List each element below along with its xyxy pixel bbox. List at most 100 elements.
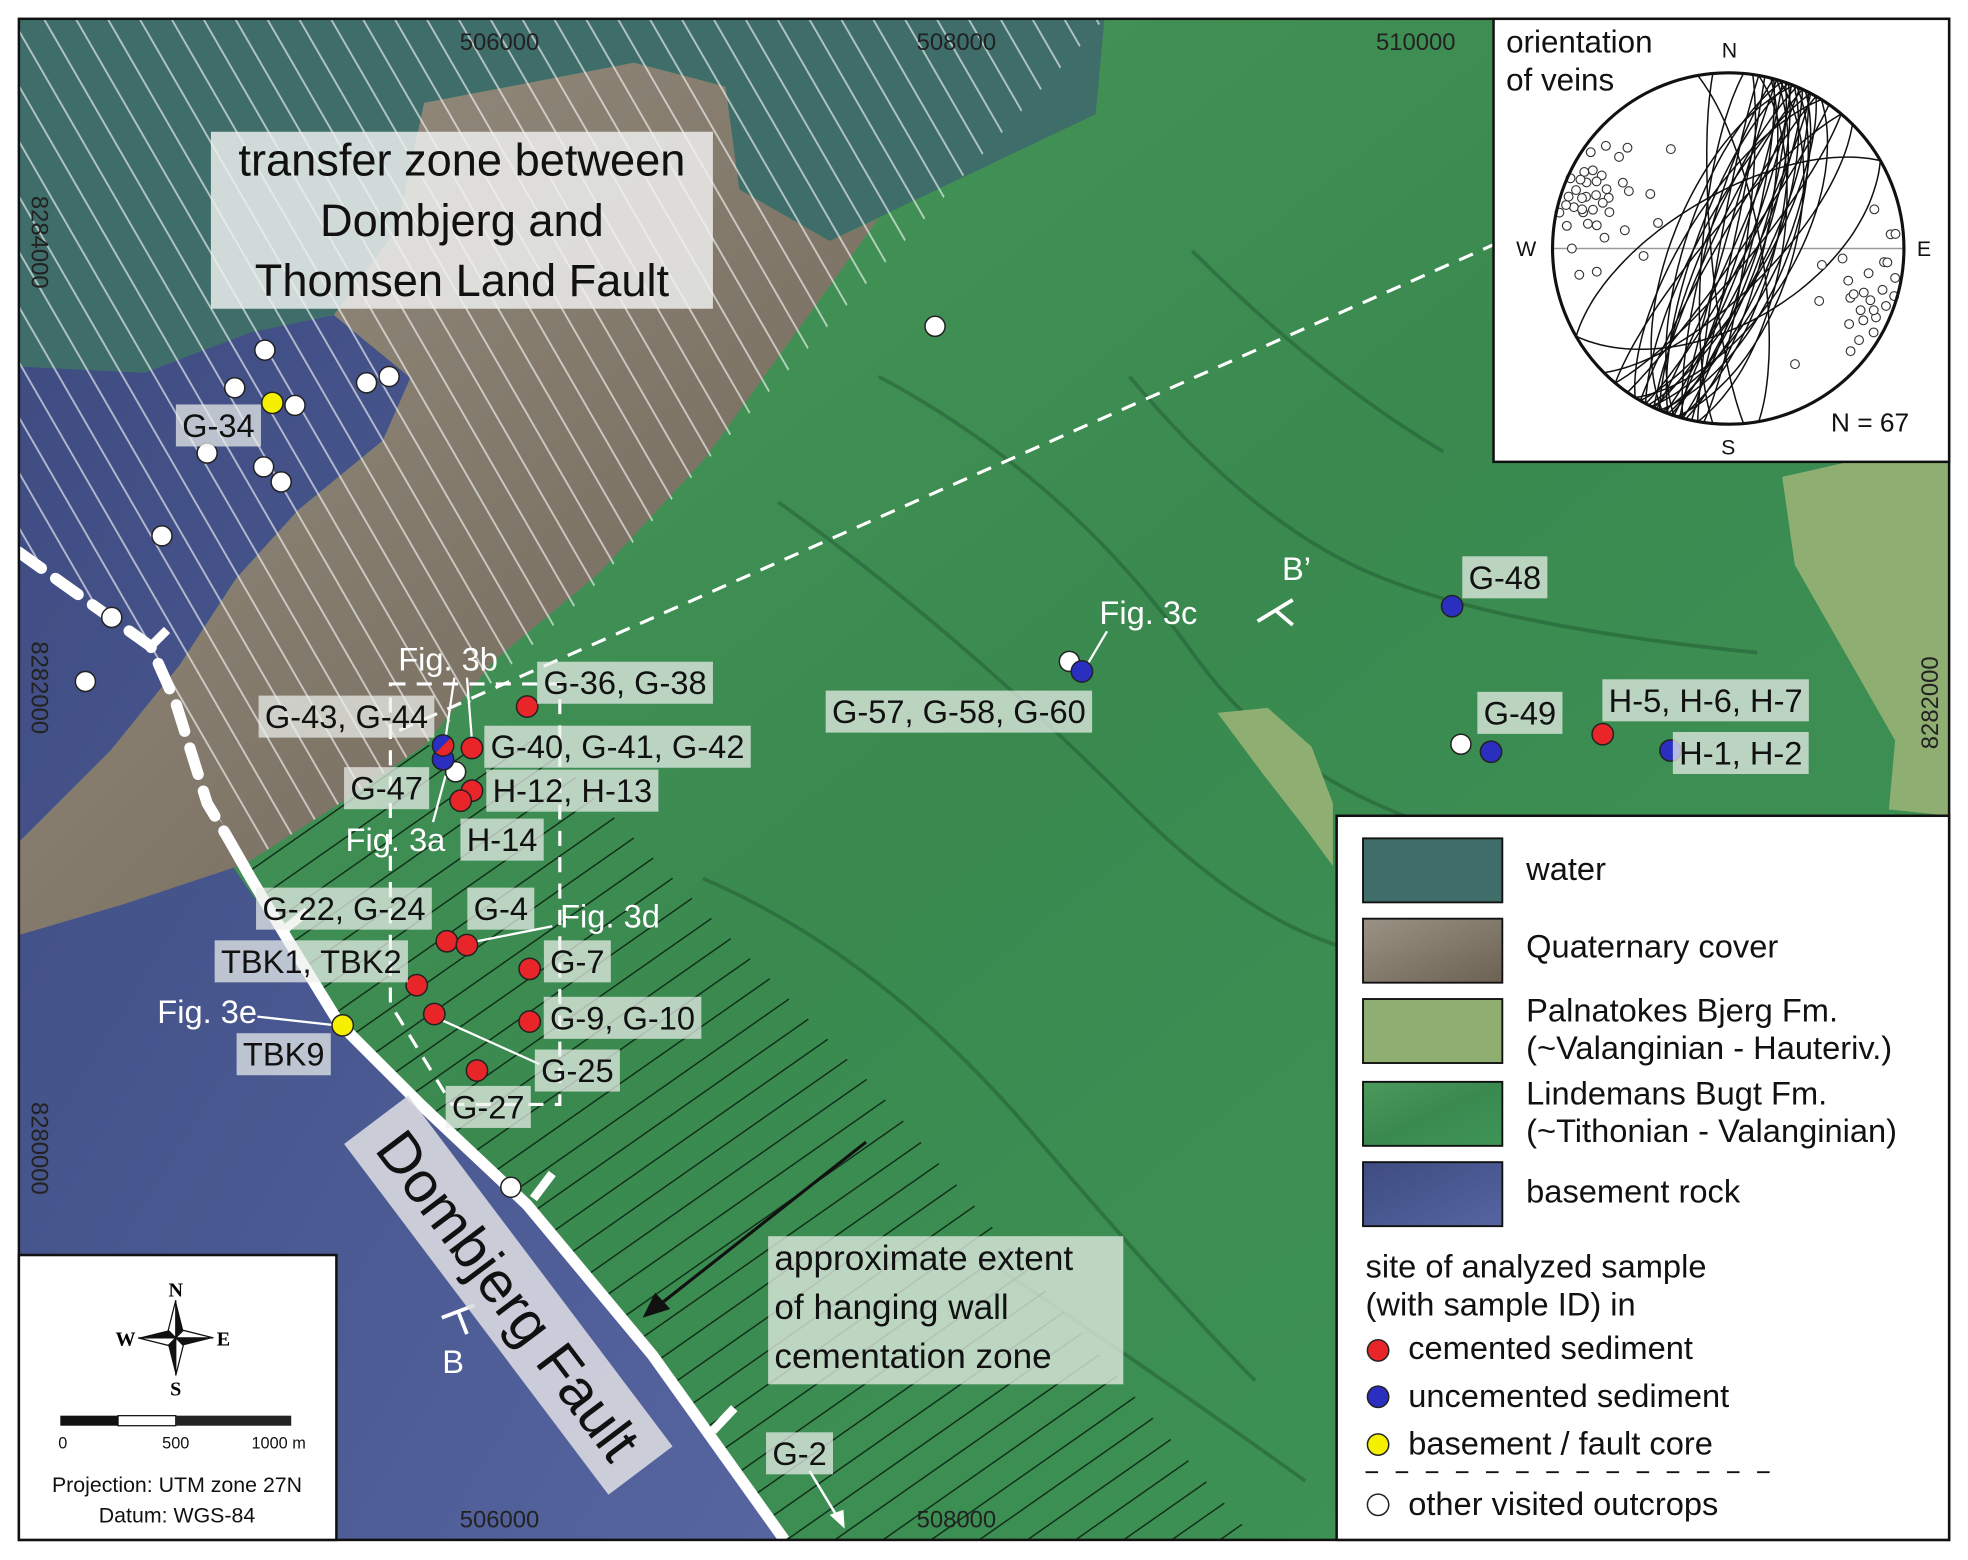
svg-text:W: W [1516,237,1537,261]
basement-dots [260,391,355,1037]
sample-label[interactable]: G-22, G-24 [256,887,432,930]
svg-text:Lindemans Bugt Fm.: Lindemans Bugt Fm. [1526,1074,1827,1111]
outcrop-dot[interactable] [270,471,292,493]
great-circle [1679,79,1790,419]
mixed-dot[interactable] [431,734,455,757]
cemented-dot[interactable] [518,1010,542,1034]
svg-text:Quaternary cover: Quaternary cover [1526,928,1778,965]
transfer-zone-callout: transfer zone between Dombjerg and Thoms… [210,131,713,309]
outcrop-dot[interactable] [1450,733,1472,756]
sample-label[interactable]: G-25 [534,1049,620,1092]
uncemented-dot[interactable] [1440,594,1464,618]
cemented-dot[interactable] [460,736,484,760]
sample-label[interactable]: G-49 [1477,691,1563,734]
svg-text:water: water [1525,850,1606,887]
outcrop-dot[interactable] [254,339,276,361]
pole-point [1869,204,1880,215]
sample-label[interactable]: H-12, H-13 [486,769,659,812]
svg-text:G-25: G-25 [541,1052,614,1089]
cemented-dot[interactable] [1591,722,1615,746]
outcrop-dot[interactable] [252,456,275,478]
svg-text:8282000: 8282000 [25,641,52,734]
legend-item-quaternary: Quaternary cover [1362,917,1778,984]
svg-text:E: E [1917,237,1931,261]
great-circle [1614,113,1842,384]
basement-dot[interactable] [331,1013,355,1037]
fig-3e-label[interactable]: Fig. 3e [157,993,257,1030]
pole-point [1604,207,1615,218]
pole-point [1638,250,1649,261]
svg-text:G-27: G-27 [452,1088,525,1125]
sample-label[interactable]: G-27 [445,1085,531,1128]
stereonet-primitive [1550,71,1906,426]
svg-text:8282000: 8282000 [1917,656,1944,749]
hanging-wall-arrow [642,1140,867,1318]
pole-point [1600,140,1611,151]
pole-point [1582,218,1593,229]
sample-label[interactable]: H-5, H-6, H-7 [1602,679,1809,722]
uncemented-dot[interactable] [1070,660,1094,683]
sample-label[interactable]: G-48 [1462,556,1548,599]
svg-text:Palnatokes Bjerg Fm.: Palnatokes Bjerg Fm. [1526,992,1838,1029]
svg-text:G-57, G-58, G-60: G-57, G-58, G-60 [832,693,1086,730]
g2-direction-arrow [808,1470,845,1529]
great-circle [1681,78,1775,419]
great-circle [1659,86,1810,411]
svg-text:Datum: WGS-84: Datum: WGS-84 [99,1503,256,1527]
sample-label[interactable]: H-1, H-2 [1672,732,1809,775]
svg-text:N: N [169,1279,184,1301]
sample-label[interactable]: G-43, G-44 [258,695,435,738]
basement-dot[interactable] [260,391,284,415]
pole-point [1622,142,1633,153]
outcrop-dot[interactable] [74,670,97,693]
sample-label[interactable]: TBK9 [236,1033,331,1076]
sample-label[interactable]: G-34 [175,404,261,447]
outcrop-dot[interactable] [100,606,123,629]
outcrop-dot[interactable] [378,365,400,388]
fig-3d-label[interactable]: Fig. 3d [560,898,660,935]
uncemented-dot[interactable] [1479,740,1503,764]
pole-point [1868,327,1879,338]
pole-point [1865,295,1876,306]
pole-point [1890,228,1901,239]
fig-3a-label[interactable]: Fig. 3a [346,821,447,858]
outcrop-dot[interactable] [924,315,946,338]
sample-label[interactable]: G-47 [344,767,430,810]
fig-3c-label[interactable]: Fig. 3c [1099,594,1197,631]
pole-point [1587,204,1598,215]
svg-text:approximate extent: approximate extent [774,1239,1073,1278]
cemented-dot[interactable] [515,695,539,719]
north-arrow-scale-box: N S W E 0 500 1000 m Projection: UTM zon… [17,1253,338,1542]
legend-item-water: water [1362,837,1606,904]
cemented-dot[interactable] [405,973,429,997]
great-circle [1575,160,1882,351]
cemented-dot[interactable] [465,1059,489,1082]
cemented-dot[interactable] [518,957,542,981]
cemented-dot[interactable] [455,933,479,957]
stereonet-panel: orientation of veins N S W E N = 67 [1492,17,1951,464]
sample-label[interactable]: H-14 [460,818,544,861]
sample-label[interactable]: G-4 [467,887,535,930]
outcrop-dot[interactable] [500,1176,522,1199]
fig-3b-label[interactable]: Fig. 3b [398,640,498,677]
pole-point [1790,359,1800,370]
sample-label[interactable]: G-7 [543,940,611,983]
outcrop-dot[interactable] [223,377,246,399]
pole-point [1585,147,1596,158]
svg-text:orientation: orientation [1506,25,1652,60]
cemented-dot[interactable] [435,929,459,953]
sample-label[interactable]: G-40, G-41, G-42 [484,725,751,768]
sample-label[interactable]: G-36, G-38 [537,661,713,704]
outcrop-dot[interactable] [151,525,173,547]
outcrop-dot[interactable] [284,394,306,417]
cemented-dot[interactable] [422,1002,446,1026]
sample-label[interactable]: TBK1, TBK2 [214,940,408,983]
great-circle [1676,80,1805,418]
cemented-dot[interactable] [449,789,473,813]
sample-label[interactable]: G-57, G-58, G-60 [825,690,1093,733]
sample-label[interactable]: G-9, G-10 [543,996,702,1039]
outcrop-dot[interactable] [355,371,378,394]
sample-label[interactable]: G-2 [766,1432,833,1475]
stereonet-count: N = 67 [1831,408,1909,438]
pole-point [1561,220,1572,231]
